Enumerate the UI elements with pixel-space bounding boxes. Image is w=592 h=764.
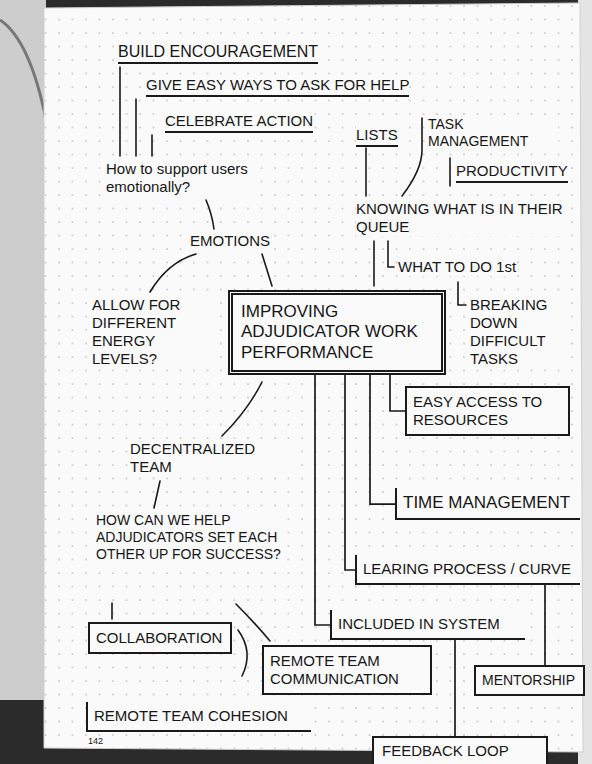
branch-label: KNOWING WHAT IS IN THEIR QUEUE — [356, 200, 571, 236]
branch-connector — [370, 375, 395, 504]
central-box: IMPROVING ADJUDICATOR WORK PERFORMANCE — [228, 290, 446, 375]
node-text: REMOTE TEAM COMMUNICATION — [270, 652, 424, 688]
branch-line — [206, 200, 214, 229]
list-item: WHAT TO DO 1st — [398, 258, 516, 276]
branch-line — [365, 148, 367, 196]
node-text: REMOTE TEAM COHESION — [94, 707, 305, 725]
branch-line — [402, 118, 422, 196]
topic-box: MENTORSHIP — [474, 665, 585, 696]
branch-label: EMOTIONS — [190, 232, 270, 250]
branch-label: GIVE EASY WAYS TO ASK FOR HELP — [146, 76, 409, 97]
bracket-topic: LEARING PROCESS / CURVE — [355, 555, 580, 585]
branch-connector — [345, 375, 355, 570]
branch-line — [222, 382, 262, 436]
topic-box: REMOTE TEAM COMMUNICATION — [262, 645, 432, 695]
branch-line — [111, 603, 113, 619]
branch-line — [135, 99, 137, 156]
question-label: How to support users emotionally? — [106, 160, 251, 196]
branch-line — [150, 254, 196, 292]
branch-connector — [454, 640, 456, 736]
topic-box: EASY ACCESS TO RESOURCES — [405, 386, 570, 436]
topic-box: COLLABORATION — [88, 622, 232, 654]
node-text: EASY ACCESS TO RESOURCES — [413, 393, 562, 429]
branch-label: PRODUCTIVITY — [456, 162, 568, 183]
node-text: FEEDBACK LOOP — [382, 742, 538, 760]
question-label: HOW CAN WE HELP ADJUDICATORS SET EACH OT… — [96, 512, 286, 562]
branch-line — [373, 241, 375, 286]
question-label: ALLOW FOR DIFFERENT ENERGY LEVELS? — [92, 296, 217, 368]
bracket-topic: INCLUDED IN SYSTEM — [330, 610, 525, 640]
other-notebook-ink — [0, 20, 46, 120]
list-leader — [458, 282, 466, 305]
bracket-topic: REMOTE TEAM COHESION — [86, 702, 311, 732]
branch-label: BUILD ENCOURAGEMENT — [118, 42, 318, 64]
branch-line — [151, 135, 153, 156]
node-text: LEARING PROCESS / CURVE — [363, 560, 574, 578]
branch-label: TASK MANAGEMENT — [428, 116, 558, 150]
branch-line — [119, 67, 121, 156]
bracket-topic: TIME MANAGEMENT — [395, 488, 580, 520]
branch-connector — [315, 375, 330, 625]
branch-line — [262, 254, 272, 286]
notebook-page — [44, 3, 583, 752]
branch-line — [238, 630, 247, 676]
node-text: INCLUDED IN SYSTEM — [338, 615, 519, 633]
branch-label: LISTS — [356, 126, 398, 147]
list-leader — [388, 241, 394, 267]
branch-label: DECENTRALIZED TEAM — [130, 440, 290, 476]
branch-connector — [544, 585, 546, 665]
dot-grid — [44, 3, 583, 752]
branch-label: CELEBRATE ACTION — [165, 112, 313, 133]
node-text: MENTORSHIP — [482, 672, 577, 689]
list-item: BREAKING DOWN DIFFICULT TASKS — [470, 296, 570, 368]
topic-box: FEEDBACK LOOP — [372, 736, 548, 764]
branch-connector — [390, 375, 405, 411]
branch-line — [154, 481, 160, 508]
other-notebook — [0, 0, 46, 700]
node-text: IMPROVING ADJUDICATOR WORK PERFORMANCE — [241, 302, 433, 363]
bracket-line — [449, 158, 451, 186]
page-number: 142 — [88, 736, 103, 747]
node-text: COLLABORATION — [96, 629, 224, 647]
node-text: TIME MANAGEMENT — [403, 493, 574, 513]
